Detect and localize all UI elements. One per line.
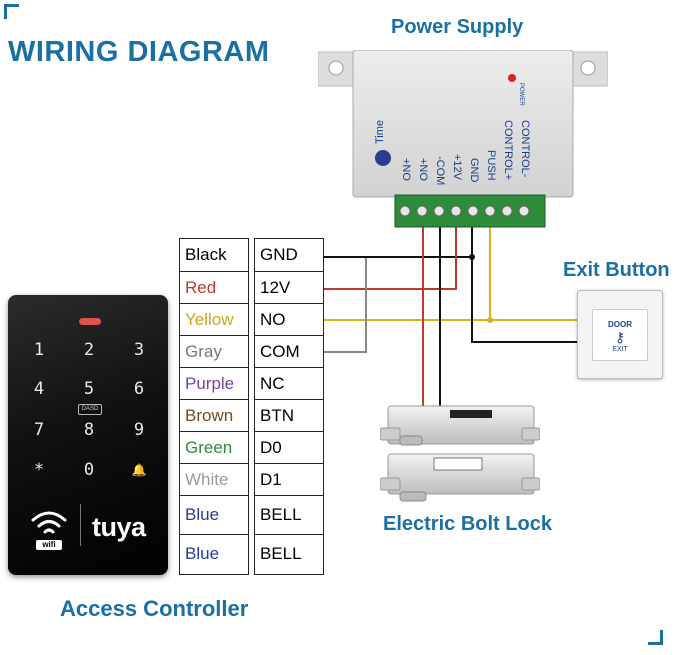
wire-color-cell: Black xyxy=(180,239,248,272)
status-led-icon xyxy=(79,318,101,325)
terminal-cell: 12V xyxy=(255,272,323,304)
terminal-cell: D1 xyxy=(255,464,323,496)
power-supply-unit: POWER Time +NO +NO -COM +12V GND PUSH CO… xyxy=(318,50,608,228)
terminal-cell: D0 xyxy=(255,432,323,464)
terminal-cell: COM xyxy=(255,336,323,368)
psu-power-label: POWER xyxy=(518,83,524,106)
keypad-key[interactable]: 5 xyxy=(83,379,95,399)
terminal-cell: GND xyxy=(255,239,323,272)
terminal-cell: NO xyxy=(255,304,323,336)
wire-color-cell: White xyxy=(180,464,248,496)
wire-12v xyxy=(310,227,457,290)
keypad-key[interactable]: 3 xyxy=(133,340,145,360)
wire-color-cell: Red xyxy=(180,272,248,304)
psu-terminal-label: +NO xyxy=(400,158,412,181)
wire-gnd xyxy=(310,227,473,258)
electric-bolt-lock xyxy=(380,405,540,502)
keypad-key[interactable]: 1 xyxy=(33,340,45,360)
corner-mark-top-left xyxy=(4,4,19,19)
psu-terminal-label: +12V xyxy=(451,154,463,180)
psu-terminal-label: CONTROL- xyxy=(519,120,531,178)
keypad-key[interactable]: 9 xyxy=(133,420,145,440)
corner-mark-bottom-right xyxy=(648,630,663,645)
wifi-label: wifi xyxy=(36,540,62,550)
terminal-cell: BELL xyxy=(255,496,323,535)
terminal-table: GND 12V NO COM NC BTN D0 D1 BELL BELL xyxy=(254,238,324,575)
keypad-badge: DASD xyxy=(78,404,102,415)
psu-terminal-label: +NO xyxy=(417,158,429,181)
wifi-icon xyxy=(31,511,67,534)
exit-button-plate: DOOR ⚷ EXIT xyxy=(592,309,648,361)
diagram-title: WIRING DIAGRAM xyxy=(8,36,270,68)
keypad-key[interactable]: 0 xyxy=(83,460,95,480)
psu-terminal-label: GND xyxy=(468,158,480,183)
wire-color-cell: Yellow xyxy=(180,304,248,336)
keypad-key[interactable]: 4 xyxy=(33,379,45,399)
key-icon: ⚷ xyxy=(614,329,626,345)
exit-button-caption: Exit Button xyxy=(563,259,670,281)
wire-exit-gnd xyxy=(471,257,580,343)
access-controller-caption: Access Controller xyxy=(60,596,249,621)
wire-color-cell: Brown xyxy=(180,400,248,432)
psu-terminal-label: PUSH xyxy=(485,150,497,181)
wire-color-cell: Blue xyxy=(180,496,248,535)
bell-key-icon[interactable]: 🔔 xyxy=(131,463,147,477)
keypad-key[interactable]: 2 xyxy=(83,340,95,360)
exit-button-device: DOOR ⚷ EXIT xyxy=(577,290,663,379)
keypad-divider xyxy=(80,504,81,546)
power-led-icon xyxy=(508,74,516,82)
psu-terminal-label: -COM xyxy=(434,156,446,186)
wire-color-cell: Purple xyxy=(180,368,248,400)
power-supply-caption: Power Supply xyxy=(391,16,524,38)
access-controller-keypad xyxy=(8,295,168,575)
keypad-key[interactable]: * xyxy=(33,460,45,480)
bolt-lock-caption: Electric Bolt Lock xyxy=(383,513,552,535)
terminal-cell: BELL xyxy=(260,544,302,563)
exit-exit-text: EXIT xyxy=(612,346,628,353)
psu-terminal-label: CONTROL+ xyxy=(502,120,514,181)
wire-color-table: Black Red Yellow Gray Purple Brown Green… xyxy=(179,238,249,575)
terminal-cell: NC xyxy=(255,368,323,400)
keypad-key[interactable]: 8 xyxy=(83,420,95,440)
wire-color-cell: Blue xyxy=(185,544,220,563)
terminal-cell: BTN xyxy=(255,400,323,432)
wire-com xyxy=(310,258,367,353)
exit-door-text: DOOR xyxy=(608,320,632,329)
power-supply-body xyxy=(318,50,608,228)
psu-terminal-label: Time xyxy=(374,120,386,145)
keypad-key[interactable]: 6 xyxy=(133,379,145,399)
junction-dot-no xyxy=(487,317,493,323)
wire-color-cell: Green xyxy=(180,432,248,464)
wire-color-cell: Gray xyxy=(180,336,248,368)
keypad-key[interactable]: 7 xyxy=(33,420,45,440)
junction-dot-gnd xyxy=(469,254,475,260)
brand-logo: tuya xyxy=(92,512,146,542)
